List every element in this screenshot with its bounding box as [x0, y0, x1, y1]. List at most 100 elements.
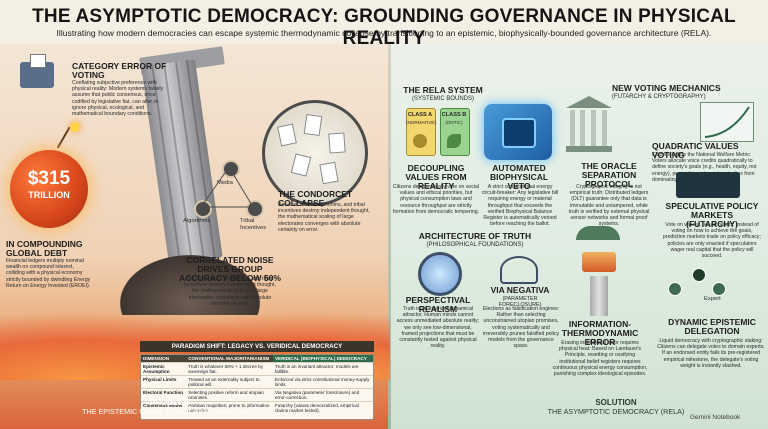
condorcet-title: THE CONDORCET COLLAPSE [278, 189, 353, 208]
expert-avatar [692, 268, 706, 282]
realism-title: PERSPECTIVAL REALISM [405, 295, 471, 314]
page-title: THE ASYMPTOTIC DEMOCRACY: GROUNDING GOVE… [32, 6, 736, 49]
category-error-body: Conflating subjective preference with ph… [72, 80, 164, 118]
lens-illustration [418, 252, 462, 296]
table-header-veridical: VERIDICAL (BIOPHYSICAL) DEMOCRACY [272, 355, 373, 363]
table-header-dimension: DIMENSION [141, 355, 187, 363]
debt-bomb: $315 TRILLION [10, 150, 88, 228]
debt-title: IN COMPOUNDING GLOBAL DEBT [6, 239, 83, 258]
heat-icon [582, 252, 616, 272]
quadratic-curve [704, 106, 750, 138]
table-cell: Enforced via strict constitutional money… [272, 375, 373, 389]
page-subtitle: Illustrating how modern democracies can … [56, 28, 712, 38]
noise-title: CORRELATED NOISE DRIVES GROUP ACCURACY B… [179, 255, 281, 283]
delegation-body: Liquid democracy with cryptographic stak… [657, 338, 765, 369]
decoupling-title: DECOUPLING VALUES FROM REALITY [405, 163, 467, 191]
table-cell: Futarchy (values democratized, empirical… [272, 401, 373, 414]
market-screen-illustration [676, 172, 740, 198]
class-b-sub: (ONTIC) [445, 120, 463, 125]
noise-body: Because media, algorithms, and tribal in… [184, 276, 276, 307]
table-title-bar [140, 341, 374, 352]
solution-label: SOLUTION [595, 398, 637, 407]
via-negativa-subtitle: (PARAMETER FORECLOSURE) [498, 296, 542, 309]
algorithms-node [194, 200, 212, 218]
table-cell: Epistemic Assumption [141, 362, 187, 376]
class-b-label: CLASS B [441, 112, 467, 118]
scissors-icon [500, 256, 538, 284]
citizen-avatar [712, 282, 726, 296]
architecture-title: ARCHITECTURE OF TRUTH [418, 231, 532, 241]
thermo-title: INFORMATION-THERMODYNAMIC ERROR [561, 319, 639, 347]
node-connections [200, 166, 254, 208]
biophysical-body: A strict constitutional energy circuit-b… [481, 184, 559, 228]
table-cell: Electoral Function [141, 388, 187, 402]
media-label: Media [217, 180, 233, 186]
media-node [222, 160, 240, 178]
table-header-conventional: CONVENTIONAL MAJORITARIANISM [186, 355, 273, 363]
category-error-title: CATEGORY ERROR OF VOTING [72, 61, 167, 80]
solution-caption: THE ASYMPTOTIC DEMOCRACY (RELA) [547, 407, 685, 416]
debt-body: Financial ledgers multiply nominal wealt… [6, 258, 91, 289]
temple-illustration [566, 96, 612, 156]
table-cell: Consensus Model [141, 401, 187, 414]
table-cell: Truth is an invariant attractor; models … [272, 362, 373, 376]
delegation-title: DYNAMIC EPISTEMIC DELEGATION [668, 317, 756, 336]
table-row: Consensus Model Partisan majorities; pro… [141, 401, 373, 414]
class-a-sub: (NORMATIVE) [406, 120, 437, 125]
expert-label: Expert [704, 296, 721, 302]
brand-logo: Gemini Notebook [690, 414, 741, 421]
ballot-paper-icon [30, 54, 46, 68]
debt-value: $315 [27, 168, 71, 189]
table-cell: Partisan majorities; prone to informatio… [186, 401, 273, 414]
pillar-illustration [590, 276, 608, 316]
citizen-avatar [668, 282, 682, 296]
table-row: Electoral Function Selecting positive re… [141, 388, 373, 402]
condorcet-illustration [262, 100, 368, 206]
table-row: Physical Limits Treated as an externalit… [141, 375, 373, 389]
spark-icon [70, 122, 80, 132]
decoupling-body: Citizens democratically vote on social v… [392, 184, 480, 215]
markets-body: Vote on values, bet on beliefs: Instead … [663, 222, 761, 260]
class-a-label: CLASS A [407, 112, 433, 118]
problem-label: PROBLEM [150, 398, 190, 407]
architecture-subtitle: (PHILOSOPHICAL FOUNDATIONS) [426, 242, 524, 248]
realism-body: Truth is an invariant dynamical attracto… [396, 306, 480, 350]
oracle-title: THE ORACLE SEPARATION PROTOCOL [581, 161, 637, 189]
table-title: PARADIGM SHIFT: LEGACY VS. VERIDICAL DEM… [171, 343, 343, 350]
table-cell: Truth is whatever 50% + 1 decree by sove… [186, 362, 273, 376]
table-cell: Via Negativa (parameter foreclosure) and… [272, 388, 373, 402]
panel-divider [388, 44, 391, 429]
solution-footer: SOLUTION THE ASYMPTOTIC DEMOCRACY (RELA) [506, 398, 726, 416]
rela-title: THE RELA SYSTEM [403, 85, 483, 95]
mechanics-title: NEW VOTING MECHANICS [612, 83, 721, 93]
class-b-card [440, 108, 470, 156]
quadratic-title: QUADRATIC VALUES VOTING [652, 141, 739, 160]
via-negativa-body: Elections as falsification engines: Rath… [482, 306, 560, 350]
leaf-icon [447, 134, 461, 148]
rela-subtitle: (SYSTEMIC BOUNDS) [411, 96, 474, 102]
quadratic-chart-illustration [700, 102, 754, 142]
scales-icon [413, 134, 427, 148]
table-cell: Physical Limits [141, 375, 187, 389]
oracle-body: Cryptographic integrity is not empirical… [568, 184, 650, 228]
problem-footer: PROBLEM THE EPISTEMIC CRISIS OF MODERN D… [60, 398, 280, 416]
thermo-body: Erasing institutional error requires phy… [552, 340, 648, 378]
rubble-illustration [120, 255, 260, 315]
debt-unit: TRILLION [28, 190, 70, 200]
table-row: Epistemic Assumption Truth is whatever 5… [141, 362, 373, 376]
tribal-label: Tribal Incentives [240, 218, 267, 231]
tribal-node [246, 200, 264, 218]
condorcet-body: Because media, algorithms, and tribal in… [278, 202, 370, 233]
class-a-card [406, 108, 436, 156]
markets-title: SPECULATIVE POLICY MARKETS (FUTARCHY) [665, 201, 759, 229]
algorithms-label: Algorithms [183, 218, 211, 224]
problem-caption: THE EPISTEMIC CRISIS OF MODERN DEMOCRACY [82, 407, 258, 416]
biophysical-title: AUTOMATED BIOPHYSICAL VETO [489, 163, 549, 191]
mechanics-subtitle: (FUTARCHY & CRYPTOGRAPHY) [612, 94, 706, 100]
table-cell: Treated as an externality subject to pol… [186, 375, 273, 389]
table-cell: Selecting positive reform and utopian pr… [186, 388, 273, 402]
dome-illustration [576, 226, 620, 240]
via-negativa-title: VIA NEGATIVA [490, 285, 550, 295]
paradigm-table: DIMENSION CONVENTIONAL MAJORITARIANISM V… [140, 354, 374, 420]
lock-icon [502, 118, 536, 148]
